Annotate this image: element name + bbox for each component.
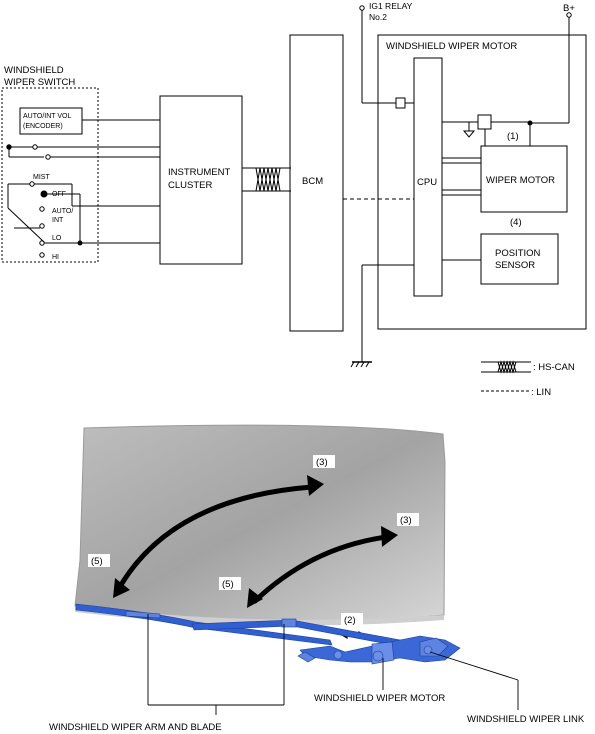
sweep-arrow-right xyxy=(247,526,398,608)
ig1-relay-label: IG1 RELAY xyxy=(369,1,413,11)
wiper-motor-label: WIPER MOTOR xyxy=(486,175,555,186)
sweep-arrow-left xyxy=(113,475,324,598)
schematic-labels: IG1 RELAY No.2 B+ WINDSHIELD WIPER SWITC… xyxy=(4,1,575,398)
bcm-box xyxy=(289,34,344,332)
position-sensor-label-line1: POSITION xyxy=(495,248,541,259)
wiper-illustration: (3) (3) (5) (5) (2) WINDSHIELD WIPER MOT… xyxy=(49,424,585,733)
legend-lin-label: : LIN xyxy=(531,387,551,398)
wiper-switch-box xyxy=(1,87,99,263)
switch-position-lo: LO xyxy=(52,235,62,242)
cpu-label: CPU xyxy=(417,177,437,188)
label-wiper-link: WINDSHIELD WIPER LINK xyxy=(467,714,585,725)
encoder-label-line1: AUTO/INT VOL xyxy=(23,113,71,120)
switch-position-auto: AUTO/ xyxy=(52,208,73,215)
instrument-cluster-box xyxy=(159,95,243,265)
callout-2: (2) xyxy=(344,615,356,626)
switch-title-line1: WINDSHIELD xyxy=(4,65,64,76)
callout-5-left: (5) xyxy=(91,556,103,567)
ig1-relay-number: No.2 xyxy=(369,12,387,22)
battery-label: B+ xyxy=(563,3,575,14)
switch-position-int: INT xyxy=(52,217,64,224)
legend-hs-can-symbol xyxy=(497,360,517,374)
position-sensor-label-line2: SENSOR xyxy=(495,260,535,271)
bcm-label: BCM xyxy=(302,176,323,187)
wiper-motor-box xyxy=(480,145,568,213)
instrument-cluster-label-line1: INSTRUMENT xyxy=(168,167,230,178)
hs-can-twisted-pair xyxy=(255,167,281,192)
motor-relay xyxy=(477,114,492,130)
cpu-box xyxy=(413,57,443,297)
power-connector xyxy=(395,97,406,109)
position-sensor-box xyxy=(480,233,559,285)
leader-lines xyxy=(147,614,519,715)
callouts: (3) (3) (5) (5) (2) xyxy=(88,455,419,626)
switch-title-line2: WIPER SWITCH xyxy=(4,77,75,88)
encoder-box xyxy=(19,107,83,135)
callout-3-right: (3) xyxy=(400,515,412,526)
switch-position-mist: MIST xyxy=(33,174,50,181)
encoder-label-line2: (ENCODER) xyxy=(23,123,63,130)
wiring-schematic xyxy=(1,5,587,392)
callout-3-left: (3) xyxy=(316,457,328,468)
switch-position-hi: HI xyxy=(52,254,59,261)
callout-5-right: (5) xyxy=(222,579,234,590)
switch-position-off: OFF xyxy=(52,191,66,198)
legend-hs-can-label: : HS-CAN xyxy=(533,362,575,373)
ground-triangle xyxy=(462,130,476,138)
label-wiper-motor: WINDSHIELD WIPER MOTOR xyxy=(314,693,445,704)
wiper-link-assembly xyxy=(297,635,461,665)
callout-1: (1) xyxy=(507,131,519,142)
callout-4: (4) xyxy=(510,217,522,228)
label-arm-and-blade: WINDSHIELD WIPER ARM AND BLADE xyxy=(49,722,222,733)
ig1-relay-terminal xyxy=(359,5,365,11)
instrument-cluster-label-line2: CLUSTER xyxy=(168,180,212,191)
motor-unit-box xyxy=(377,34,587,330)
motor-unit-title: WINDSHIELD WIPER MOTOR xyxy=(386,41,517,52)
